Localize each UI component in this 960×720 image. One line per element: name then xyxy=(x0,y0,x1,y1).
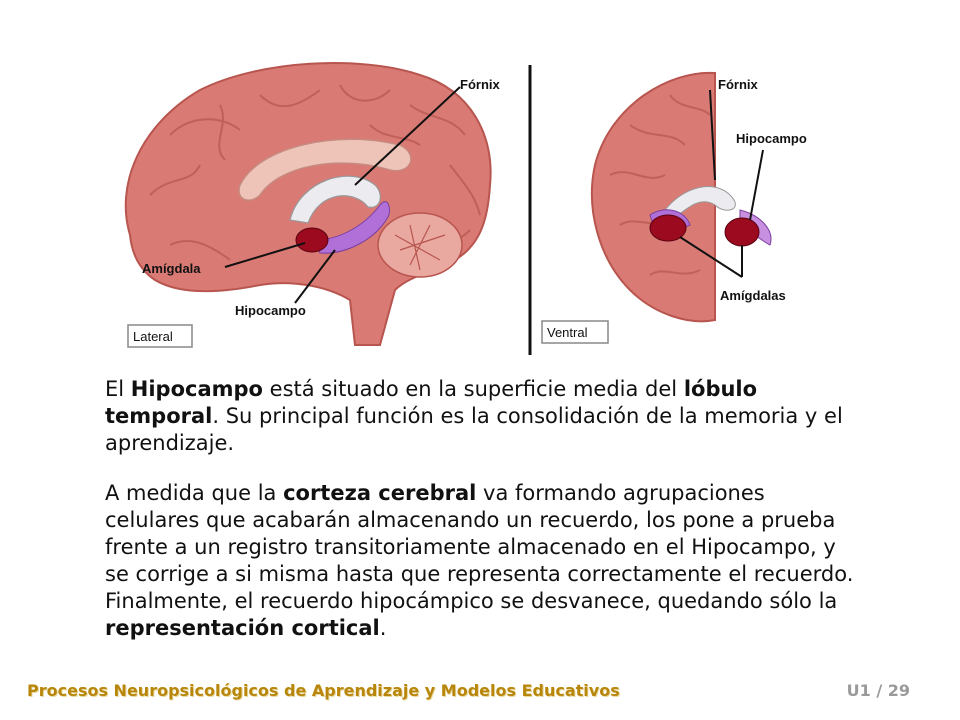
label-fornix-lateral: Fórnix xyxy=(460,77,500,92)
ventral-fornix xyxy=(664,186,736,221)
lateral-amygdala xyxy=(295,227,329,253)
label-hipocampo-lateral: Hipocampo xyxy=(235,303,306,318)
ventral-view-label: Ventral xyxy=(547,325,588,340)
ventral-brain-shape xyxy=(591,71,716,323)
label-fornix-ventral: Fórnix xyxy=(718,77,758,92)
label-hipocampo-ventral: Hipocampo xyxy=(736,131,807,146)
label-amigdalas: Amígdalas xyxy=(720,288,786,303)
bold-term: corteza cerebral xyxy=(283,481,477,505)
label-amigdala: Amígdala xyxy=(142,261,201,276)
ventral-amygdala-left xyxy=(649,214,687,242)
ventral-view: Fórnix Hipocampo Amígdalas Ventral xyxy=(541,71,807,344)
lateral-view-label: Lateral xyxy=(133,329,173,344)
corpus-callosum xyxy=(238,138,412,201)
text-run: . Su principal función es la consolidaci… xyxy=(105,404,843,455)
lateral-view: Fórnix Amígdala Hipocampo Lateral xyxy=(124,62,500,348)
brain-figure: Fórnix Amígdala Hipocampo Lateral Fórnix… xyxy=(124,62,807,355)
footer-course-title: Procesos Neuropsicológicos de Aprendizaj… xyxy=(27,681,620,700)
paragraph-hippocampus: El Hipocampo está situado en la superfic… xyxy=(105,376,865,457)
bold-term: Hipocampo xyxy=(130,377,263,401)
ventral-amygdala-right xyxy=(724,217,760,247)
lateral-fornix xyxy=(289,175,381,224)
text-run: El xyxy=(105,377,131,401)
text-run: . xyxy=(379,616,387,640)
lateral-hippocampus xyxy=(314,201,391,254)
bold-term: representación cortical xyxy=(105,616,380,640)
bold-term: lóbulo temporal xyxy=(105,377,758,428)
footer-page-indicator: U1 / 29 xyxy=(846,681,910,700)
cerebellum xyxy=(377,212,463,278)
text-run: A medida que la xyxy=(105,481,284,505)
text-run: está situado en la superficie media del xyxy=(262,377,684,401)
paragraph-cortex: A medida que la corteza cerebral va form… xyxy=(105,480,865,642)
text-run: va formando agrupaciones celulares que a… xyxy=(105,481,854,613)
